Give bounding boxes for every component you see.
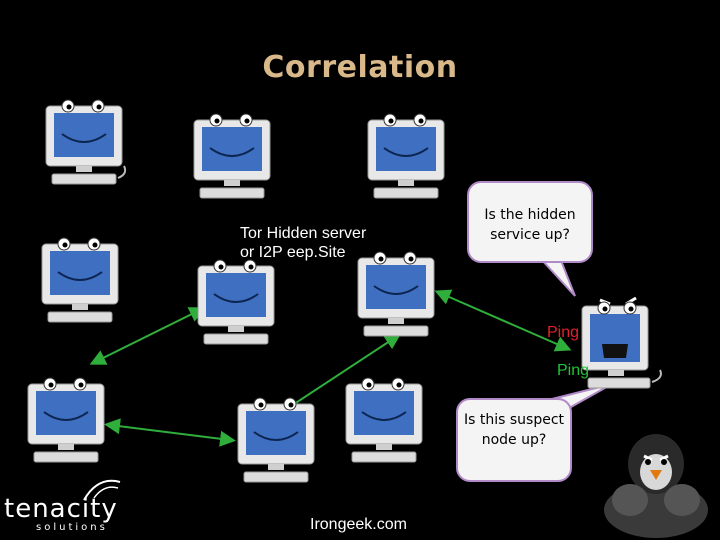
logo-subtext: solutions: [36, 522, 108, 533]
ping-label-green: Ping: [557, 362, 590, 379]
computer-icon: [16, 376, 116, 472]
link-line: [276, 333, 402, 416]
slide-title: Correlation: [262, 50, 458, 85]
angry-computer-icon: [568, 294, 668, 398]
bubble-tail: [537, 257, 576, 297]
computer-icon: [226, 396, 326, 492]
link-line: [434, 289, 572, 352]
tenacity-logo-mark-icon: [83, 479, 121, 501]
computer-icon: [356, 112, 456, 208]
bubble-hidden-text: Is the hidden service up?: [484, 207, 576, 243]
computer-icon: [30, 236, 130, 332]
penguin-mascot-icon: [604, 434, 708, 538]
bubble-node-text: Is this suspect node up?: [463, 412, 565, 448]
link-line: [89, 307, 206, 365]
computer-icon: [346, 250, 446, 346]
tor-hidden-server-icon: [186, 258, 286, 354]
speech-bubble-suspect-node: Is this suspect node up?: [456, 398, 572, 482]
computer-icon: [182, 112, 282, 208]
tor-label-line2: or I2P eep.Site: [240, 244, 346, 261]
computer-icon: [334, 376, 434, 472]
tor-hidden-server-label: Tor Hidden server or I2P eep.Site: [240, 224, 366, 262]
computer-icon: [34, 98, 134, 194]
footer-credit: Irongeek.com: [310, 516, 407, 533]
tor-label-line1: Tor Hidden server: [240, 225, 367, 242]
logo-text: tenacity: [4, 494, 118, 524]
ping-label-red: Ping: [547, 324, 580, 341]
link-line: [104, 418, 236, 447]
speech-bubble-hidden-service: Is the hidden service up?: [467, 181, 593, 263]
